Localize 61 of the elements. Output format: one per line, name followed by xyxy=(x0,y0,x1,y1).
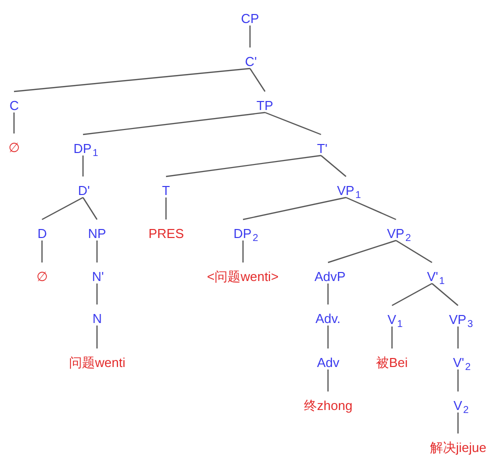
category-label: T xyxy=(161,176,171,198)
tree-branch xyxy=(82,112,266,136)
tree-branch xyxy=(82,156,84,176)
tree-branch xyxy=(457,412,459,434)
word-label: <问题wenti> xyxy=(206,262,280,284)
tree-branch xyxy=(327,326,329,348)
category-label: AdvP xyxy=(314,262,347,284)
category-label: Adv. xyxy=(314,304,342,326)
tree-branch xyxy=(82,197,98,220)
word-label: 问题wenti xyxy=(68,348,126,370)
word-label: ∅ xyxy=(36,262,48,284)
category-label: C xyxy=(8,92,20,112)
tree-branch xyxy=(96,284,98,304)
category-label: DP$_{2}$ xyxy=(232,220,260,240)
word-label: PRES xyxy=(148,220,185,240)
word-label: 解决jiejue xyxy=(429,434,488,454)
tree-branch xyxy=(42,196,84,220)
word-label: ∅ xyxy=(8,134,20,154)
tree-branch xyxy=(249,26,251,48)
tree-branch xyxy=(391,326,393,348)
tree-branch xyxy=(41,240,43,262)
tree-branch xyxy=(396,240,432,264)
category-label: V'$_{2}$ xyxy=(452,348,472,370)
tree-branch xyxy=(457,370,459,392)
tree-branch xyxy=(320,155,346,177)
category-label: TP xyxy=(256,92,274,112)
category-label: Adv xyxy=(316,348,340,370)
category-label: T' xyxy=(316,134,328,156)
tree-branch xyxy=(14,68,250,92)
category-label: D xyxy=(36,220,48,240)
tree-branch xyxy=(96,240,98,262)
tree-branch xyxy=(242,196,346,220)
category-label: C' xyxy=(244,48,258,68)
category-label: N xyxy=(92,304,103,326)
category-label: NP xyxy=(87,220,108,240)
category-label: N' xyxy=(91,262,105,284)
category-label: CP xyxy=(240,4,260,26)
tree-branch xyxy=(457,326,459,348)
tree-branch xyxy=(13,112,15,134)
word-label: 终zhong xyxy=(303,392,354,412)
category-label: V$_{2}$ xyxy=(452,392,470,412)
tree-branch xyxy=(165,198,167,220)
tree-branch xyxy=(264,112,322,136)
category-label: DP$_{1}$ xyxy=(72,134,100,156)
category-label: D' xyxy=(77,176,91,198)
word-label: 被Bei xyxy=(375,348,409,370)
category-label: VP$_{2}$ xyxy=(386,220,412,240)
tree-branch xyxy=(328,240,396,264)
category-label: VP$_{1}$ xyxy=(336,176,362,198)
tree-branch xyxy=(392,282,432,306)
tree-branch xyxy=(327,370,329,392)
tree-branch xyxy=(250,68,266,92)
tree-branch xyxy=(346,196,396,220)
category-label: V$_{1}$ xyxy=(386,306,404,326)
tree-branch xyxy=(96,326,98,348)
tree-branch xyxy=(166,154,322,178)
tree-branch xyxy=(242,240,244,262)
category-label: V'$_{1}$ xyxy=(426,262,446,284)
tree-branch xyxy=(432,283,458,306)
category-label: VP$_{3}$ xyxy=(448,306,474,326)
tree-branch xyxy=(327,284,329,304)
